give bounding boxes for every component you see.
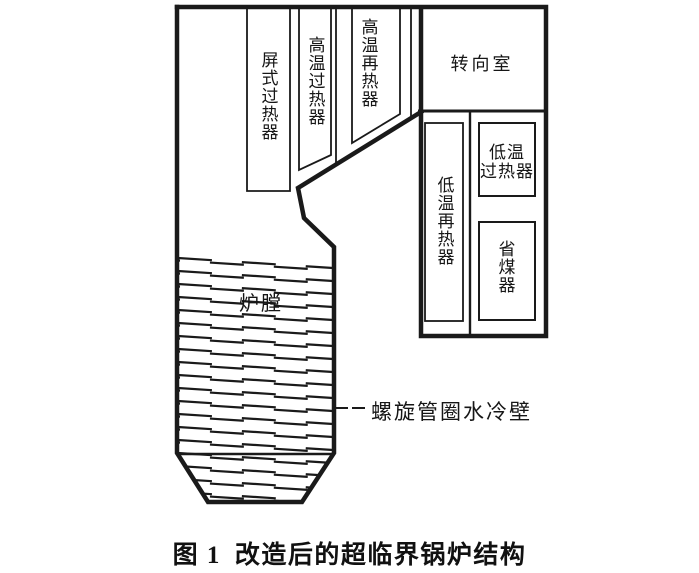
- spiral-wall-line: [178, 350, 334, 363]
- spiral-wall-line: [178, 337, 334, 350]
- high-temp-superheater-box: [298, 7, 332, 172]
- spiral-wall-line: [178, 259, 334, 272]
- spiral-wall-line: [178, 425, 334, 439]
- spiral-wall-line: [178, 360, 334, 374]
- spiral-wall-line: [178, 441, 334, 454]
- label-platen-superheater: 屏式过热器: [258, 51, 278, 141]
- label-high-temp-superheater: 高温过热器: [305, 36, 325, 126]
- spiral-wall-line: [178, 477, 334, 491]
- label-economizer: 省煤器: [495, 240, 515, 294]
- spiral-wall-line: [178, 298, 334, 311]
- spiral-wall-line: [178, 412, 334, 426]
- spiral-wall-line: [178, 467, 334, 480]
- low-temp-superheater-box: [478, 122, 536, 197]
- label-low-temp-reheater: 低温再热器: [434, 176, 454, 266]
- spiral-wall-line: [178, 282, 334, 296]
- spiral-wall-line: [178, 480, 334, 493]
- label-spiral-water-wall: 螺旋管圈水冷壁: [371, 401, 532, 424]
- spiral-wall-line: [178, 295, 334, 309]
- figure-caption: 图 1 改造后的超临界锅炉结构: [0, 535, 699, 571]
- label-turning-chamber: 转向室: [450, 53, 514, 74]
- economizer-box: [478, 221, 536, 321]
- spiral-wall-line: [178, 363, 334, 376]
- spiral-wall-line: [178, 454, 334, 467]
- platen-superheater-box: [246, 7, 291, 192]
- spiral-wall-line: [178, 438, 334, 452]
- spiral-wall-line: [178, 428, 334, 441]
- spiral-wall-line: [178, 308, 334, 322]
- label-low-temp-superheater-line1: 低温: [489, 143, 525, 162]
- label-low-temp-superheater-line2: 过热器: [480, 162, 534, 181]
- furnace-wall-and-hopper: [174, 4, 425, 505]
- figure-number: 图 1: [172, 542, 221, 569]
- spiral-wall-line: [178, 285, 334, 298]
- label-furnace: 炉膛: [239, 292, 283, 315]
- spiral-wall-line: [178, 321, 334, 335]
- low-temp-reheater-box: [424, 122, 464, 322]
- high-temp-reheater-box: [351, 7, 401, 145]
- spiral-wall-line: [178, 464, 334, 478]
- spiral-wall-line: [178, 415, 334, 428]
- spiral-wall-line: [178, 386, 334, 400]
- spiral-wall-line: [178, 334, 334, 348]
- spiral-wall-line: [178, 311, 334, 324]
- spiral-wall-line: [178, 376, 334, 389]
- spiral-wall-line: [178, 389, 334, 402]
- boiler-outer-shell: [174, 4, 549, 339]
- figure-title: 改造后的超临界锅炉结构: [234, 542, 527, 569]
- label-high-temp-reheater: 高温再热器: [358, 18, 378, 108]
- spiral-wall-line: [178, 399, 334, 413]
- spiral-wall-line: [178, 402, 334, 415]
- spiral-wall-line: [178, 272, 334, 285]
- spiral-wall-line: [178, 256, 334, 270]
- spiral-wall-line: [178, 347, 334, 361]
- label-low-temp-superheater: 低温 过热器: [480, 143, 534, 181]
- spiral-wall-line: [178, 324, 334, 337]
- spiral-wall-line: [178, 373, 334, 387]
- spiral-wall-line: [178, 269, 334, 283]
